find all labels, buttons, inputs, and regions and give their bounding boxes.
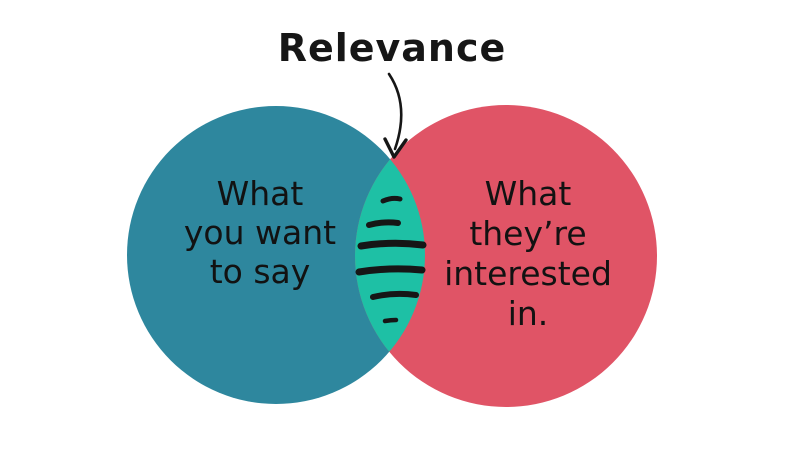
arrow-to-intersection [383,72,408,159]
label-line: What [216,174,304,213]
right-circle-label: What they’re interested in. [398,174,658,334]
hatch-stroke [366,219,401,228]
hatch-stroke [380,195,403,204]
label-line: they’re [469,214,587,253]
right-circle [355,105,657,407]
label-line: to say [209,252,311,291]
label-line: in. [507,294,549,333]
hatch-stroke [355,265,426,276]
arrowhead-icon [383,137,408,159]
hatch-marks [355,195,427,324]
arrow-stem [387,72,403,151]
left-circle-label: What you want to say [130,174,390,291]
label-line: What [484,174,572,213]
hatch-stroke [382,317,399,324]
hatch-stroke [370,290,419,300]
hatch-stroke [357,239,427,250]
diagram-title: Relevance [277,26,507,70]
label-line: interested [444,254,612,293]
left-circle [127,106,425,404]
label-line: you want [183,213,337,252]
